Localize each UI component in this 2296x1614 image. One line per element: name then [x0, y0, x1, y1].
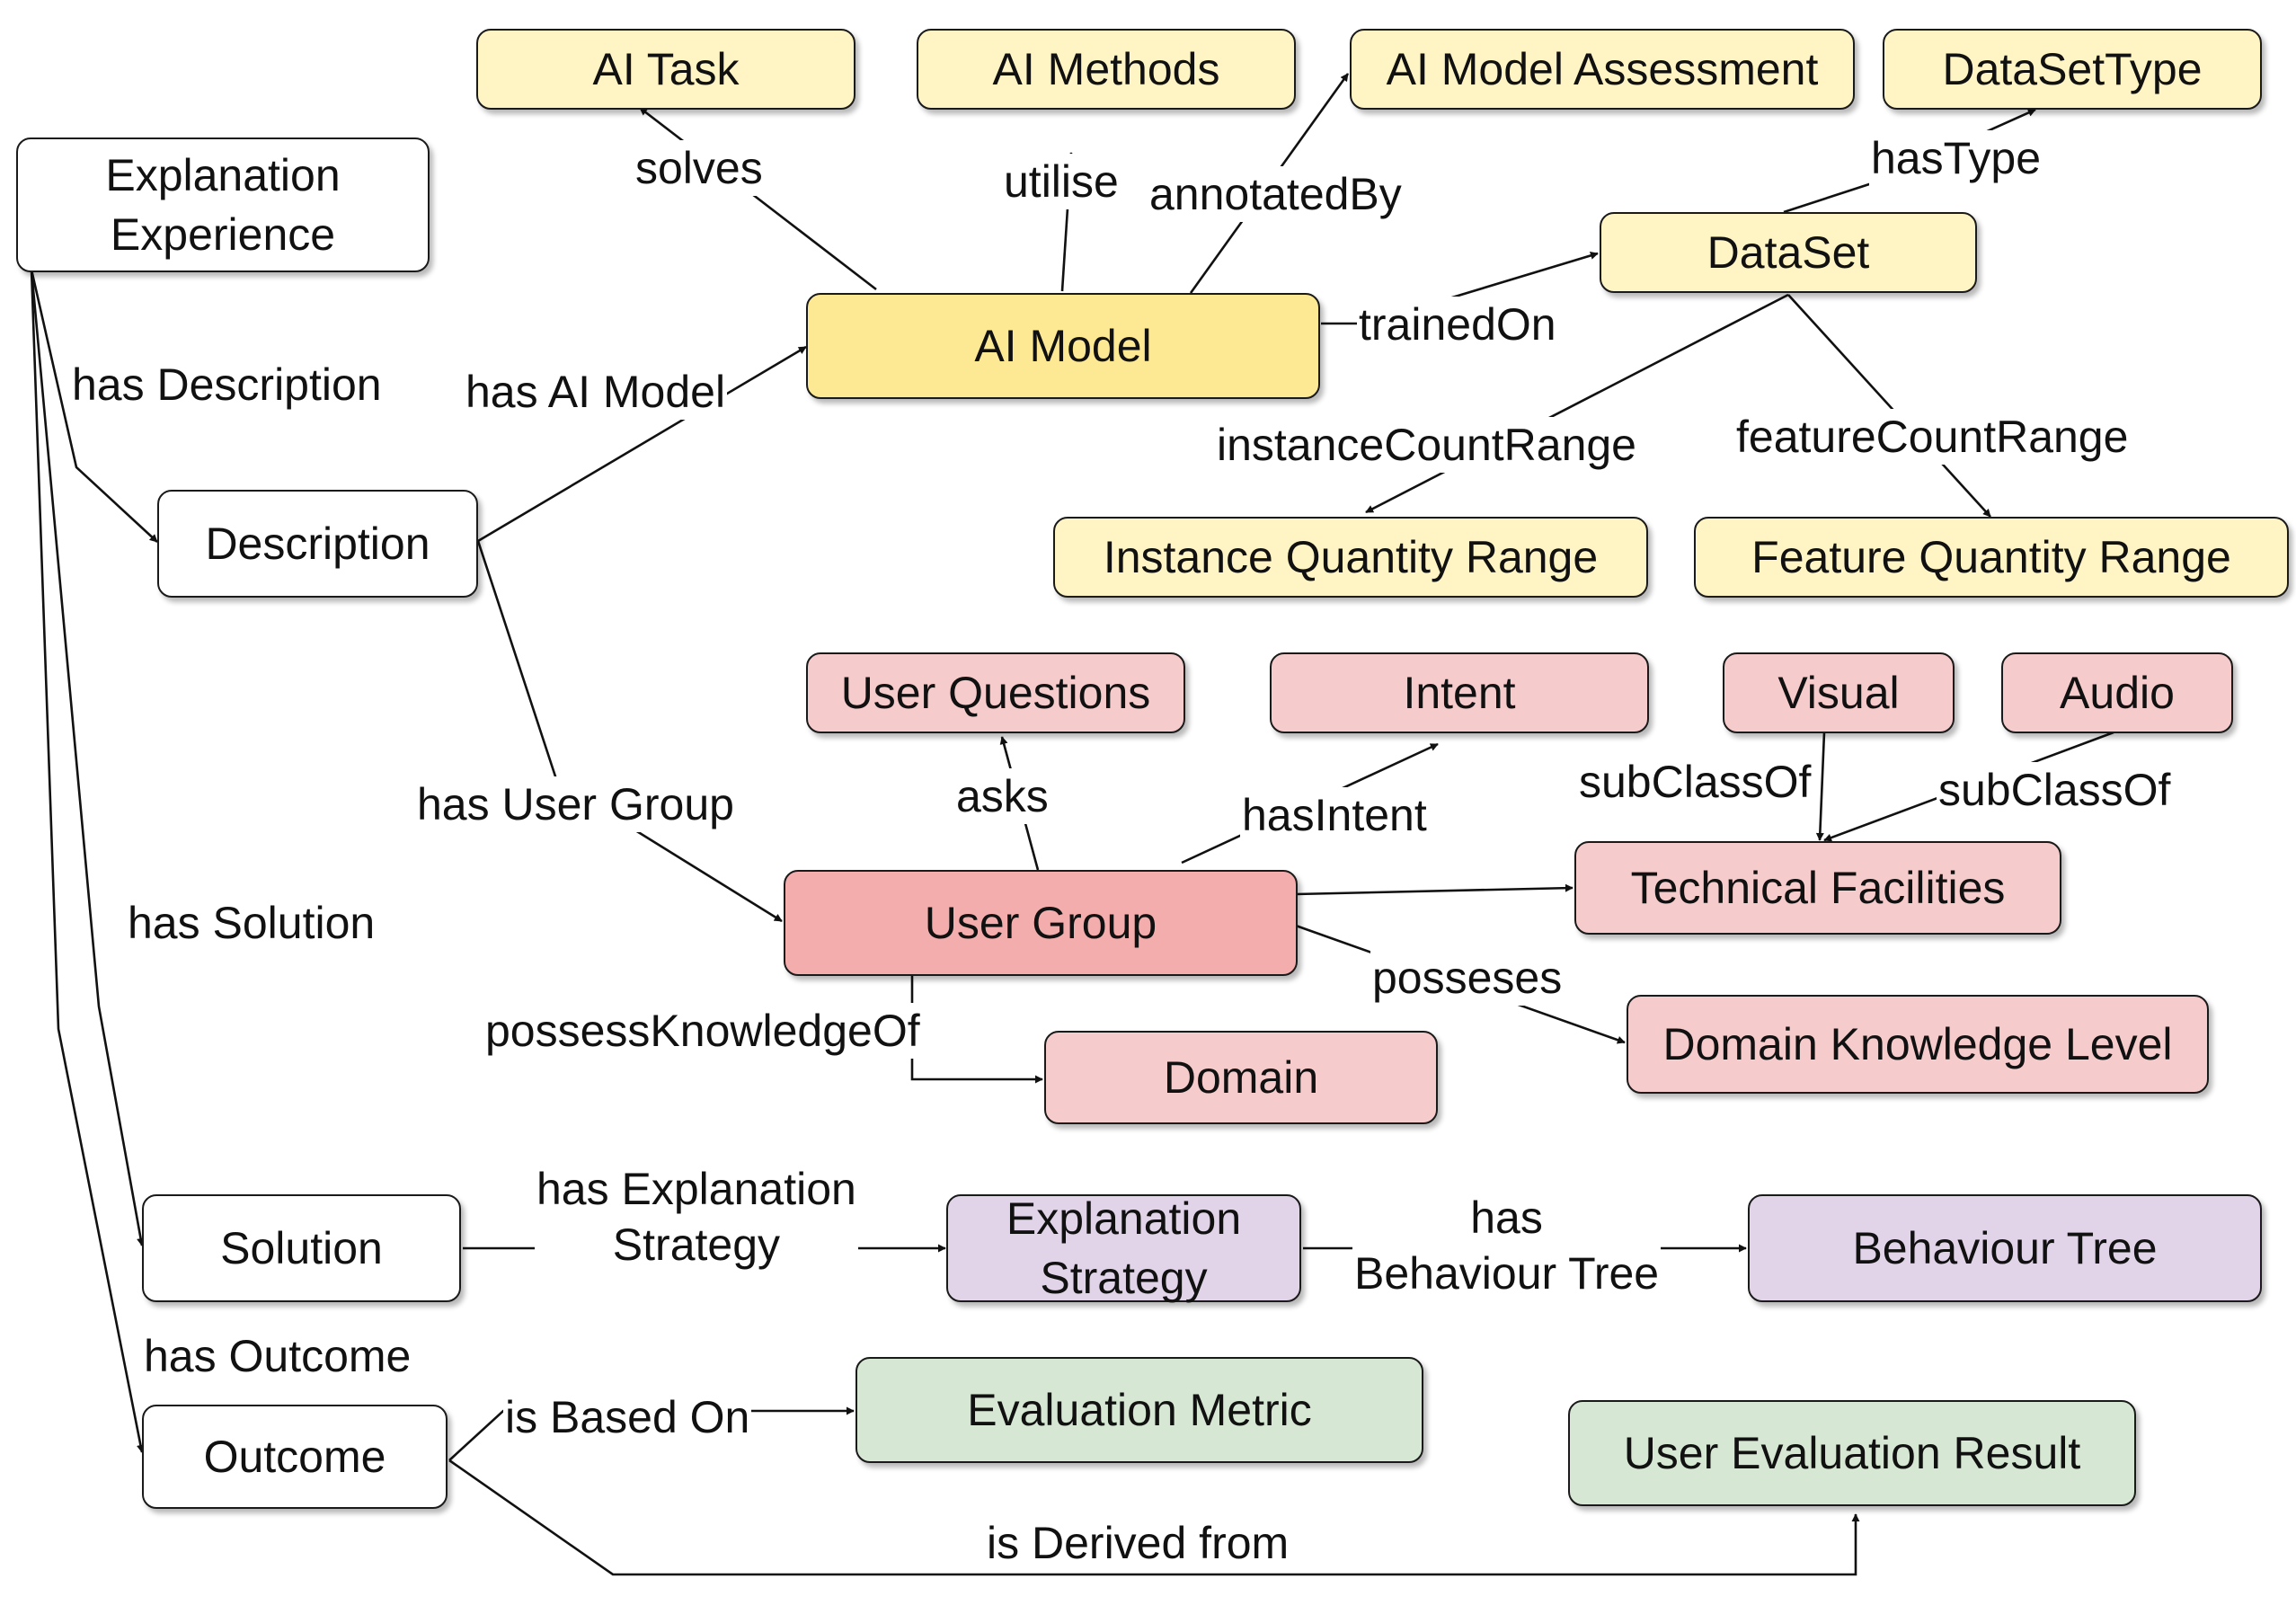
node-solution[interactable]: Solution [142, 1194, 461, 1302]
node-domain-knowledge-level[interactable]: Domain Knowledge Level [1627, 995, 2209, 1094]
node-ai-task[interactable]: AI Task [476, 29, 855, 110]
node-behaviour-tree-label: Behaviour Tree [1852, 1223, 2158, 1273]
node-feature-quantity-range-label: Feature Quantity Range [1751, 532, 2231, 582]
node-feature-quantity-range[interactable]: Feature Quantity Range [1694, 517, 2289, 598]
node-evaluation-metric-label: Evaluation Metric [967, 1385, 1312, 1435]
edge-has-outcome [30, 269, 145, 1453]
node-technical-facilities[interactable]: Technical Facilities [1574, 841, 2061, 935]
label-is-derived-from: is Derived from [985, 1515, 1291, 1571]
node-dataset-label: DataSet [1706, 227, 1870, 278]
label-has-behaviour-tree: has Behaviour Tree [1352, 1190, 1662, 1301]
node-intent[interactable]: Intent [1270, 652, 1649, 733]
node-explanation-experience-label: Explanation Experience [105, 150, 341, 260]
label-utilise: utilise [1002, 154, 1121, 209]
node-user-questions[interactable]: User Questions [806, 652, 1185, 733]
node-domain-knowledge-level-label: Domain Knowledge Level [1662, 1019, 2173, 1069]
node-explanation-strategy-label: Explanation Strategy [1006, 1193, 1242, 1303]
node-description-label: Description [205, 519, 430, 569]
edge-solves [639, 106, 877, 291]
edge-has-ai-model [477, 345, 807, 543]
edge-has-user-group [476, 540, 783, 923]
node-user-group[interactable]: User Group [784, 870, 1298, 976]
node-technical-facilities-label: Technical Facilities [1630, 863, 2006, 913]
node-ai-model-assessment-label: AI Model Assessment [1386, 44, 1819, 94]
label-has-type: hasType [1869, 130, 2043, 186]
node-audio[interactable]: Audio [2001, 652, 2233, 733]
label-has-ai-model: has AI Model [464, 364, 728, 420]
node-user-evaluation-result[interactable]: User Evaluation Result [1568, 1400, 2136, 1506]
node-ai-model[interactable]: AI Model [806, 293, 1320, 399]
node-dataset[interactable]: DataSet [1600, 212, 1977, 293]
node-outcome[interactable]: Outcome [142, 1405, 448, 1509]
node-solution-label: Solution [220, 1223, 383, 1273]
node-ai-task-label: AI Task [592, 44, 740, 94]
node-ai-methods[interactable]: AI Methods [917, 29, 1296, 110]
node-user-group-label: User Group [924, 898, 1157, 948]
node-evaluation-metric[interactable]: Evaluation Metric [855, 1357, 1423, 1463]
edge-instance-count-range [1365, 293, 1789, 514]
label-is-based-on: is Based On [503, 1389, 752, 1445]
label-instance-count-range: instanceCountRange [1215, 417, 1638, 473]
label-trained-on: trainedOn [1357, 297, 1558, 352]
edge-technical-facilities [1295, 883, 1574, 896]
edge-feature-count-range [1787, 294, 1991, 518]
node-instance-quantity-range[interactable]: Instance Quantity Range [1053, 517, 1648, 598]
label-subclass-visual: subClassOf [1577, 754, 1813, 810]
node-user-evaluation-result-label: User Evaluation Result [1623, 1428, 2081, 1478]
node-intent-label: Intent [1403, 668, 1516, 718]
label-has-user-group: has User Group [415, 776, 736, 832]
node-ai-methods-label: AI Methods [992, 44, 1220, 94]
node-user-questions-label: User Questions [840, 668, 1151, 718]
edge-has-solution [30, 269, 145, 1246]
label-subclass-audio: subClassOf [1937, 762, 2173, 818]
node-visual[interactable]: Visual [1723, 652, 1955, 733]
label-has-explanation-strategy: has Explanation Strategy [535, 1161, 858, 1273]
node-dataset-type-label: DataSetType [1942, 44, 2203, 94]
label-asks: asks [954, 768, 1050, 824]
edge-subclass-visual [1815, 732, 1826, 841]
node-explanation-experience[interactable]: Explanation Experience [16, 137, 430, 272]
label-possess-knowledge-of: possessKnowledgeOf [483, 1003, 922, 1059]
label-has-outcome: has Outcome [142, 1328, 413, 1384]
label-annotated-by: annotatedBy [1148, 166, 1404, 222]
node-description[interactable]: Description [157, 490, 478, 598]
node-dataset-type[interactable]: DataSetType [1883, 29, 2262, 110]
label-posseses: posseses [1370, 950, 1565, 1006]
edge-is-derived-from [448, 1459, 1860, 1576]
node-behaviour-tree[interactable]: Behaviour Tree [1748, 1194, 2262, 1302]
node-outcome-label: Outcome [203, 1432, 386, 1482]
node-domain-label: Domain [1163, 1052, 1319, 1103]
edge-has-description [30, 269, 158, 543]
node-visual-label: Visual [1777, 668, 1900, 718]
label-has-description: has Description [70, 357, 384, 412]
node-ai-model-assessment[interactable]: AI Model Assessment [1350, 29, 1855, 110]
node-domain[interactable]: Domain [1044, 1031, 1438, 1124]
edge-possess-knowledge-of [910, 976, 1043, 1084]
label-has-solution: has Solution [126, 895, 377, 951]
node-instance-quantity-range-label: Instance Quantity Range [1103, 532, 1599, 582]
label-has-intent: hasIntent [1240, 787, 1429, 843]
label-solves: solves [634, 140, 765, 196]
node-ai-model-label: AI Model [974, 321, 1152, 371]
label-feature-count-range: featureCountRange [1734, 409, 2131, 465]
node-explanation-strategy[interactable]: Explanation Strategy [946, 1193, 1301, 1303]
node-audio-label: Audio [2060, 668, 2175, 718]
